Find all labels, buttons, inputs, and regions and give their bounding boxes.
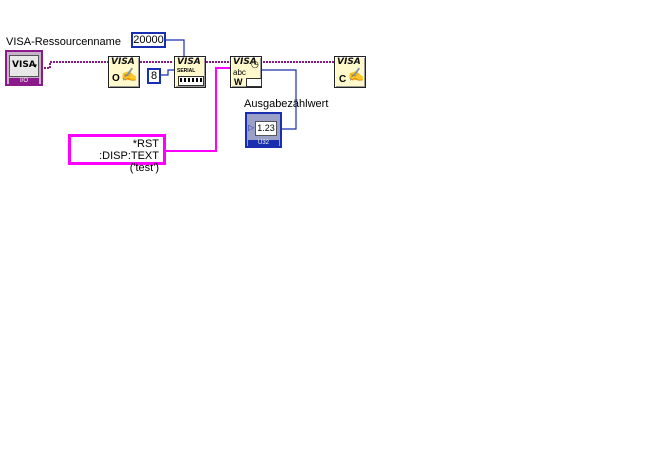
count-wire (262, 69, 297, 130)
command-line-1: *RST (132, 138, 159, 150)
visa-control-text: VISA (12, 60, 36, 70)
output-count-indicator[interactable]: ▷ 1.23 U32 (245, 112, 282, 148)
command-line-2: :DISP:TEXT ('test') (99, 150, 159, 174)
input-arrow-icon: ▷ (248, 123, 255, 132)
indicator-value: 1.23 (255, 121, 277, 136)
clock-icon: ◷ (251, 59, 259, 69)
visa-resource-control[interactable]: VISA ▾ I/O (5, 50, 43, 86)
visa-close-text: VISA (337, 57, 361, 67)
visa-write-vi[interactable]: VISA abc W ◷ (230, 56, 262, 88)
command-string-constant[interactable]: *RST :DISP:TEXT ('test') (68, 134, 166, 174)
visa-write-sub2: W (234, 77, 243, 87)
visa-resource-label: VISA-Ressourcenname (6, 36, 121, 48)
output-device-icon (246, 78, 262, 87)
serial-port-icon (178, 76, 204, 86)
visa-serial-text: VISA (177, 57, 201, 67)
visa-open-text: VISA (111, 57, 135, 67)
visa-write-sub1: abc (233, 68, 246, 77)
timeout-constant[interactable]: 20000 (131, 32, 166, 48)
eight-wire (161, 69, 174, 76)
timeout-wire (166, 39, 185, 58)
visa-close-vi[interactable]: VISA C ✍ (334, 56, 366, 88)
output-count-label: Ausgabezählwert (244, 98, 329, 110)
string-wire (166, 67, 231, 152)
hand-icon: ✍ (121, 67, 138, 82)
dropdown-arrow-icon: ▾ (33, 63, 37, 70)
visa-control-sub: I/O (9, 78, 39, 84)
visa-write-text: VISA (233, 57, 257, 67)
indicator-sub: U32 (248, 140, 279, 146)
hand-icon: ✍ (348, 67, 365, 82)
visa-close-sub: C (339, 74, 347, 85)
eight-constant[interactable]: 8 (147, 68, 161, 84)
visa-configure-serial-vi[interactable]: VISA SERIAL (174, 56, 206, 88)
visa-wire-1 (44, 61, 108, 69)
visa-open-sub: O (112, 73, 120, 84)
visa-serial-sub: SERIAL (177, 68, 196, 74)
visa-open-vi[interactable]: VISA O ✍ (108, 56, 140, 88)
